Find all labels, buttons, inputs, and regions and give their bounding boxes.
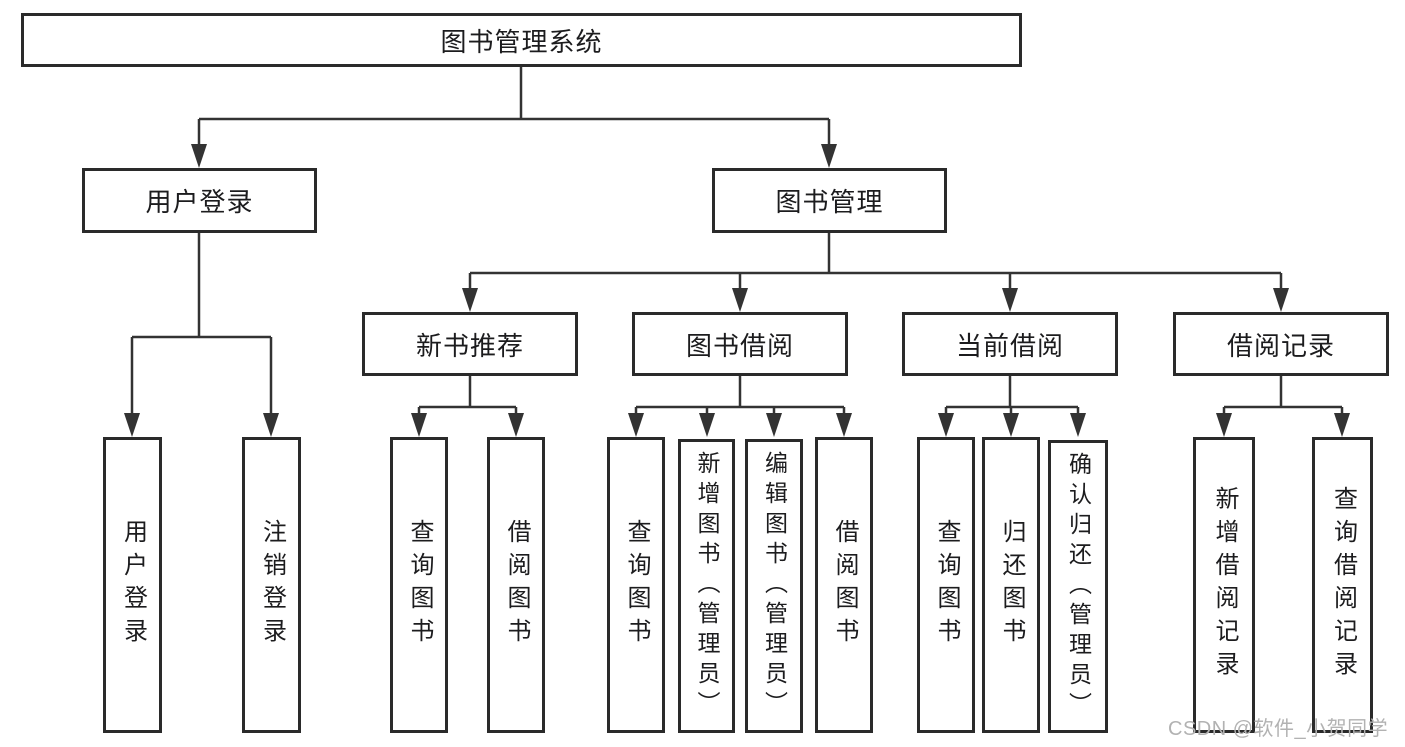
leaf-borrow-edit-books-admin: 编辑图书（管理员） xyxy=(745,439,803,733)
arrow-down-icon xyxy=(699,413,715,437)
leaf-user-login: 用户登录 xyxy=(103,437,162,733)
node-root-library-system: 图书管理系统 xyxy=(21,13,1022,67)
arrowheads xyxy=(124,144,1350,437)
leaf-record-add-borrow-record: 新增借阅记录 xyxy=(1193,437,1255,733)
arrow-down-icon xyxy=(263,413,279,437)
csdn-watermark: CSDN @软件_小贺同学 xyxy=(1168,718,1389,740)
leaf-newbook-borrow-books: 借阅图书 xyxy=(487,437,545,733)
node-current-borrow: 当前借阅 xyxy=(902,312,1118,376)
leaf-record-query-borrow-record: 查询借阅记录 xyxy=(1312,437,1373,733)
arrow-down-icon xyxy=(411,413,427,437)
arrow-down-icon xyxy=(821,144,837,168)
leaf-current-confirm-return-admin: 确认归还（管理员） xyxy=(1048,440,1108,733)
arrow-down-icon xyxy=(1003,413,1019,437)
connector-new-book-branch xyxy=(417,376,518,415)
node-book-management: 图书管理 xyxy=(712,168,947,233)
leaf-borrow-query-books: 查询图书 xyxy=(607,437,665,733)
node-book-borrow: 图书借阅 xyxy=(632,312,848,376)
arrow-down-icon xyxy=(1334,413,1350,437)
connector-borrow-record-branch xyxy=(1222,376,1344,415)
arrow-down-icon xyxy=(938,413,954,437)
node-new-book-recommend: 新书推荐 xyxy=(362,312,578,376)
arrow-down-icon xyxy=(1273,288,1289,312)
leaf-borrow-borrow-books: 借阅图书 xyxy=(815,437,873,733)
leaf-borrow-add-books-admin: 新增图书（管理员） xyxy=(678,439,735,733)
arrow-down-icon xyxy=(462,288,478,312)
connector-current-borrow-branch xyxy=(944,376,1080,415)
leaf-logout: 注销登录 xyxy=(242,437,301,733)
arrow-down-icon xyxy=(191,144,207,168)
leaf-current-return-books: 归还图书 xyxy=(982,437,1040,733)
connector-user-login-branch xyxy=(130,233,273,415)
arrow-down-icon xyxy=(1070,413,1086,437)
connector-root-to-level2 xyxy=(197,67,831,146)
arrow-down-icon xyxy=(766,413,782,437)
arrow-down-icon xyxy=(1002,288,1018,312)
node-user-login: 用户登录 xyxy=(82,168,317,233)
arrow-down-icon xyxy=(1216,413,1232,437)
leaf-current-query-books: 查询图书 xyxy=(917,437,975,733)
leaf-newbook-query-books: 查询图书 xyxy=(390,437,448,733)
arrow-down-icon xyxy=(508,413,524,437)
arrow-down-icon xyxy=(836,413,852,437)
arrow-down-icon xyxy=(628,413,644,437)
arrow-down-icon xyxy=(732,288,748,312)
node-borrow-record: 借阅记录 xyxy=(1173,312,1389,376)
connector-book-borrow-branch xyxy=(634,376,846,415)
connector-book-management-branch xyxy=(468,233,1283,290)
arrow-down-icon xyxy=(124,413,140,437)
